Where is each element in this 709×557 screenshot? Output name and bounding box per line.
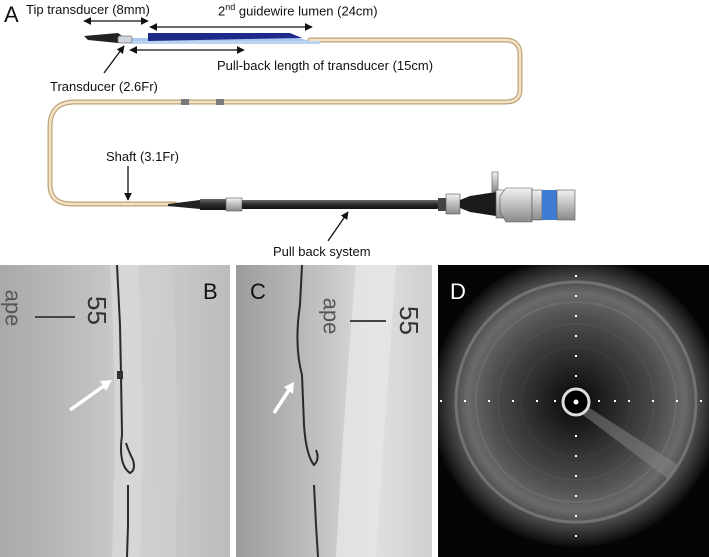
panel-d-letter: D xyxy=(450,279,466,304)
panel-b-ruler-text: 55 xyxy=(81,296,112,325)
shaft-marker xyxy=(181,99,189,105)
panel-c-letter: C xyxy=(250,279,266,304)
pullback-handle xyxy=(499,187,533,223)
catheter-illustration xyxy=(47,17,576,242)
label-guidewire-lumen: 2nd guidewire lumen (24cm) xyxy=(218,2,378,18)
label-transducer: Transducer (2.6Fr) xyxy=(50,79,158,94)
panel-c-angiogram: 55 ape C xyxy=(236,265,432,557)
pullback-blue-ring xyxy=(542,190,557,220)
pullback-tube xyxy=(242,200,438,209)
panel-b-letter: B xyxy=(203,279,218,304)
label-shaft: Shaft (3.1Fr) xyxy=(106,149,179,164)
label-pullback-length: Pull-back length of transducer (15cm) xyxy=(217,58,434,73)
panel-c-edge-text: ape xyxy=(318,297,344,335)
guidewire-lumen-text: guidewire lumen (24cm) xyxy=(235,3,378,19)
panel-a-catheter-diagram: A Tip transducer (8mm) 2nd guidewire lum… xyxy=(0,0,709,262)
guidewire-lumen-number: 2 xyxy=(218,3,226,19)
guidewire-lumen-superscript: nd xyxy=(225,2,236,12)
guidewire-trace xyxy=(116,265,135,475)
tip-transducer xyxy=(84,33,126,43)
panel-a-letter: A xyxy=(4,2,19,27)
panel-b-angiogram: 55 ape B xyxy=(0,265,230,557)
pullback-connector xyxy=(225,197,243,212)
label-pullback-system: Pull back system xyxy=(273,244,371,259)
guidewire-trace xyxy=(296,265,319,467)
panel-b-edge-text: ape xyxy=(0,289,26,327)
shaft-marker xyxy=(216,99,224,105)
arrow-pointer xyxy=(272,386,293,414)
arrow-pointer xyxy=(68,381,110,412)
panel-d-ivus-image: D xyxy=(438,265,709,557)
ivus-scale-ticks xyxy=(440,275,702,537)
label-tip-transducer: Tip transducer (8mm) xyxy=(26,2,150,17)
panel-c-ruler-text: 55 xyxy=(393,306,424,335)
